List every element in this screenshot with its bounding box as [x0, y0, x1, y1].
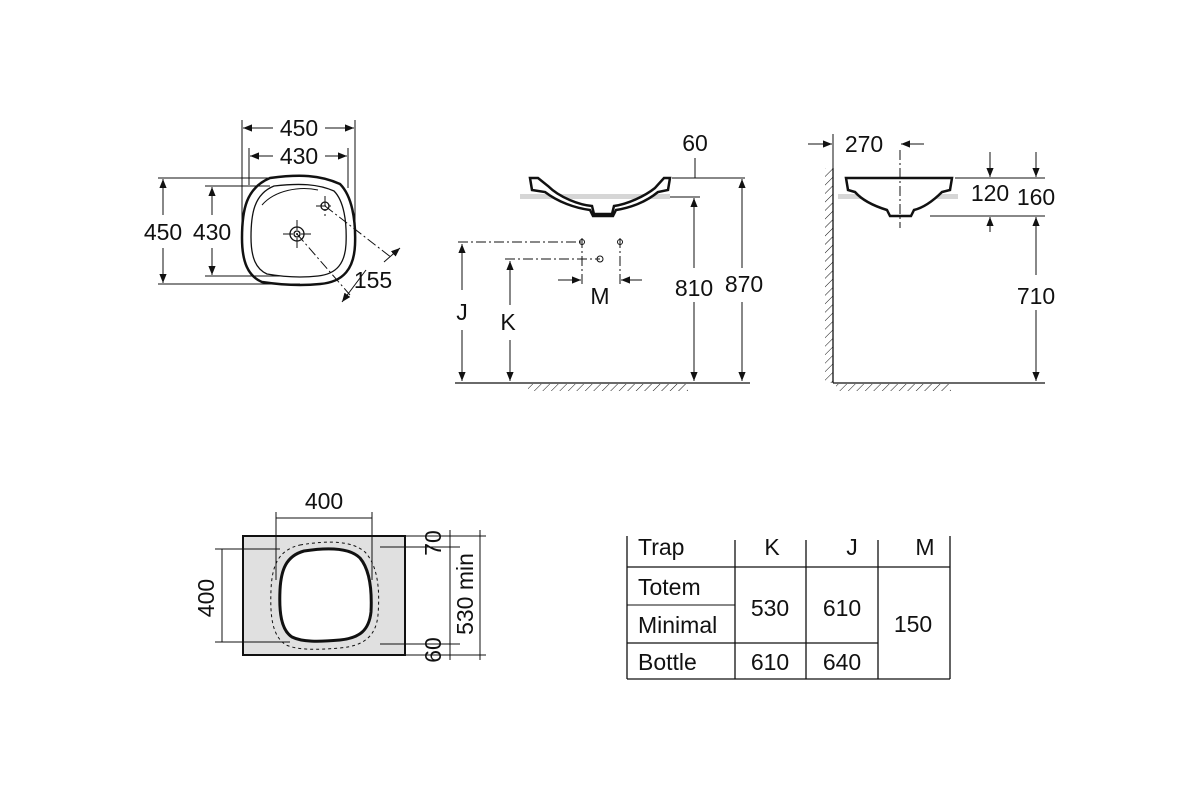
cutout-min-label: 530 min: [452, 553, 478, 635]
plan-depth-outer-label: 450: [144, 219, 182, 245]
table-cell-m-merged: 150: [894, 611, 932, 637]
cutout-bottom-gap-label: 60: [420, 637, 446, 663]
plan-width-inner-label: 430: [280, 143, 318, 169]
basin-highlight: [261, 188, 319, 206]
side-view: 270 120 160 710: [808, 131, 1055, 391]
front-810-label: 810: [675, 275, 713, 301]
side-floor-hatch: [836, 384, 951, 391]
plan-width-outer-label: 450: [280, 115, 318, 141]
wall-hatch: [825, 168, 833, 383]
table-cell-k-merged: 530: [751, 595, 789, 621]
floor-hatch: [528, 384, 688, 391]
front-m-label: M: [590, 283, 609, 309]
basin-inner-outline: [250, 183, 347, 278]
table-row-totem: Totem: [638, 574, 701, 600]
side-270-label: 270: [845, 131, 883, 157]
front-j-label: J: [456, 299, 468, 325]
plan-tap-distance-label: 155: [354, 267, 392, 293]
cutout-view: 400 400 70 60 530 min: [193, 488, 486, 663]
cutout-height-label: 400: [193, 579, 219, 617]
table-cell-bottle-k: 610: [751, 649, 789, 675]
basin-front-profile: [528, 176, 672, 218]
plan-depth-inner-label: 430: [193, 219, 231, 245]
cutout-width-label: 400: [305, 488, 343, 514]
cutout-outer-dotted: [270, 541, 380, 650]
table-row-bottle: Bottle: [638, 649, 697, 675]
table-cell-j-merged: 610: [823, 595, 861, 621]
front-view: 60 810 870 J K M: [455, 130, 763, 391]
table-header-k: K: [764, 534, 780, 560]
cutout-hole: [278, 547, 373, 643]
trap-table: Trap K J M Totem Minimal Bottle 530 610 …: [626, 534, 951, 680]
side-710-label: 710: [1017, 283, 1055, 309]
cutout-top-gap-label: 70: [420, 530, 446, 556]
side-160-label: 160: [1017, 184, 1055, 210]
front-k-label: K: [500, 309, 516, 335]
countertop-band: [520, 194, 670, 199]
front-870-label: 870: [725, 271, 763, 297]
table-row-minimal: Minimal: [638, 612, 717, 638]
side-120-label: 120: [971, 180, 1009, 206]
table-cell-bottle-j: 640: [823, 649, 861, 675]
drain-inner-icon: [293, 230, 301, 238]
table-header-j: J: [846, 534, 858, 560]
basin-side-profile: [844, 176, 954, 218]
front-top-label: 60: [682, 130, 708, 156]
table-header-m: M: [915, 534, 934, 560]
table-header-trap: Trap: [638, 534, 684, 560]
plan-view: 450 430 450 430 155: [144, 115, 401, 303]
